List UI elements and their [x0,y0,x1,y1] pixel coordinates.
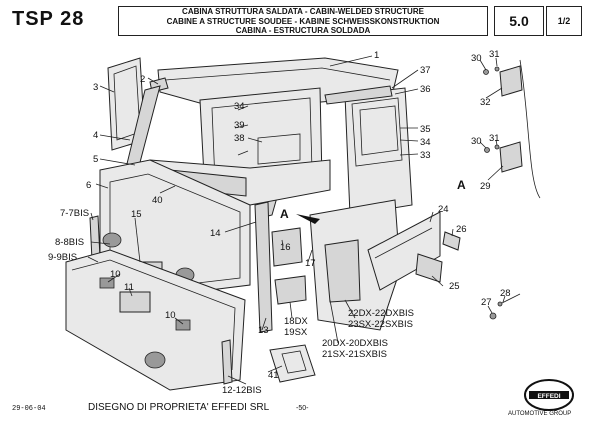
label-29: 29 [480,181,491,192]
bracket-16 [271,227,303,267]
door-frame-inner [359,105,399,156]
label-41: 41 [268,370,279,381]
panel-41-inner [281,350,307,374]
bracket-10-left [99,277,115,289]
label-18dx: 18DX [284,316,308,327]
right-door-window [351,97,403,167]
label-detail-a-main: A [280,207,289,221]
panel-41 [269,344,316,383]
label-15: 15 [131,209,142,220]
label-21sx: 21SX-21SXBIS [322,349,387,360]
label-2: 2 [140,74,145,85]
label-30-upper: 30 [471,53,482,64]
label-34-right: 34 [420,137,431,148]
effedi-logo: EFFEDI [524,379,574,411]
wheel-arch-edge [374,227,433,259]
label-30-lower: 30 [471,136,482,147]
leader-lines [87,55,506,385]
side-trim-12 [221,339,233,385]
brand-name: EFFEDI [537,393,560,400]
label-34-left: 34 [234,101,245,112]
label-40: 40 [152,195,163,206]
side-panel-22 [324,239,361,303]
label-38: 38 [234,133,245,144]
washer-31-lower [494,144,500,150]
roof-ridge [164,67,391,81]
mud-flap-25 [415,253,443,283]
label-8-8bis: 8-8BIS [55,237,84,248]
label-17: 17 [305,258,316,269]
washer-31-upper [494,66,500,72]
bracket-26 [442,231,461,251]
bolt-head-28 [497,301,503,307]
label-3: 3 [93,82,98,93]
label-1: 1 [374,50,379,61]
rear-bracket-38 [257,133,301,165]
label-16: 16 [280,242,291,253]
label-32: 32 [480,97,491,108]
part-labels: 1 2 3 4 5 6 7-7BIS 8-8BIS 9-9BIS 10 11 1… [48,49,511,396]
page-number: -50- [296,405,309,412]
step-18-19 [274,275,307,305]
label-25: 25 [449,281,460,292]
label-28: 28 [500,288,511,299]
label-4: 4 [93,130,98,141]
nut-27 [489,312,497,320]
label-7-7bis: 7-7BIS [60,208,89,219]
label-6: 6 [86,180,91,191]
label-13: 13 [258,325,269,336]
drawing-date: 29-06-04 [12,405,46,413]
label-36: 36 [420,84,431,95]
label-10-right: 10 [165,310,176,321]
bracket-10-right [175,319,191,331]
brand-subtitle: AUTOMOTIVE GROUP [508,411,572,417]
plate-holder-11 [119,291,151,313]
label-37: 37 [420,65,431,76]
bumper-edge [71,259,236,371]
label-23sx: 23SX-22SXBIS [348,319,413,330]
label-31-lower: 31 [489,133,500,144]
wheel-arch-24 [367,211,441,291]
label-39: 39 [234,120,245,131]
label-22dx: 22DX-22DXBIS [348,308,414,319]
title-box: CABINA STRUTTURA SALDATA - CABIN-WELDED … [118,6,488,36]
title-line-es: CABINA - ESTRUCTURA SOLDADA [235,26,371,35]
label-31-upper: 31 [489,49,500,60]
label-detail-a-inset: A [457,178,466,192]
inner-pillar-13 [254,201,273,333]
label-24: 24 [438,204,449,215]
label-14: 14 [210,228,221,239]
title-line-fr-de: CABINE A STRUCTURE SOUDEE - KABINE SCHWE… [166,16,440,26]
section-number: 5.0 [494,6,544,36]
hinge-upper-32 [499,65,523,97]
ownership-note: DISEGNO DI PROPRIETA' EFFEDI SRL [88,402,270,413]
door-edge-detail [519,59,541,199]
label-12-12bis: 12-12BIS [222,385,262,396]
label-11: 11 [124,282,134,293]
label-5: 5 [93,154,98,165]
label-10-left: 10 [110,269,121,280]
label-26: 26 [456,224,467,235]
label-35: 35 [420,124,431,135]
bolt-28 [499,293,521,305]
detail-a-arrow [296,214,320,224]
fog-lamp [144,351,166,369]
label-20dx: 20DX-20DXBIS [322,338,388,349]
hinge-lower-29 [499,141,523,173]
headlamp-left [102,232,122,248]
label-19sx: 19SX [284,327,308,338]
label-9-9bis: 9-9BIS [48,252,77,263]
screw-30-upper [483,69,489,75]
door-top-rail-37 [324,85,393,105]
label-27: 27 [481,297,492,308]
screw-30-lower [484,147,490,153]
drawing-code: TSP 28 [12,8,85,30]
title-line-it-en: CABINA STRUTTURA SALDATA - CABIN-WELDED … [182,7,424,16]
label-33: 33 [420,150,431,161]
page-indicator: 1/2 [546,6,582,36]
